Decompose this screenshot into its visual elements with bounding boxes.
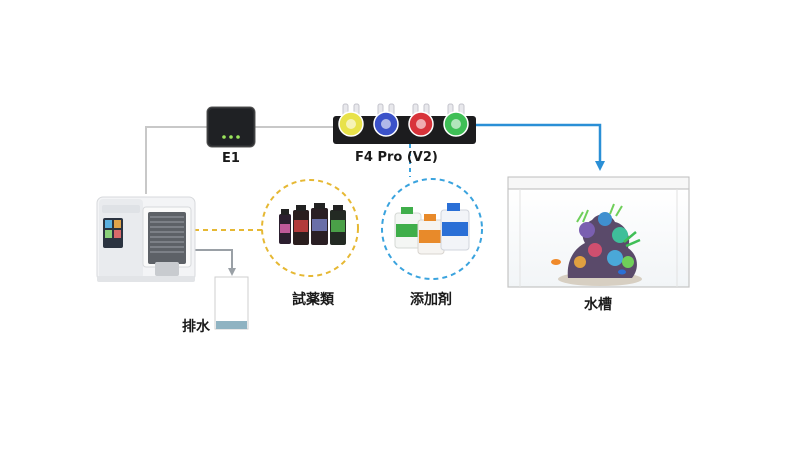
connections: [145, 123, 605, 276]
reagents-label: 試薬類: [292, 292, 334, 308]
water-analyzer-icon: [96, 196, 196, 282]
aquarium-tank-icon: [507, 176, 690, 288]
pump-head: [408, 103, 434, 137]
f4-pro-label: F4 Pro (V2): [355, 150, 438, 165]
pump-head: [373, 103, 399, 137]
additive-bottles-icon: [381, 178, 483, 280]
e1-label: E1: [222, 151, 240, 166]
reagent-bottles-icon: [261, 179, 359, 277]
tank-label: 水槽: [584, 297, 612, 313]
line-analyzer-to-e1: [145, 126, 207, 194]
pump-head: [443, 103, 469, 137]
additives-label: 添加剤: [410, 292, 452, 308]
drain-label: 排水: [182, 319, 210, 335]
drain-container-icon: [214, 276, 249, 330]
e1-controller-icon: [206, 106, 256, 148]
dosing-pump-icon: [333, 103, 476, 144]
line-analyzer-to-drain: [194, 249, 236, 276]
line-f4-to-tank: [476, 123, 605, 171]
pump-head: [338, 103, 364, 137]
